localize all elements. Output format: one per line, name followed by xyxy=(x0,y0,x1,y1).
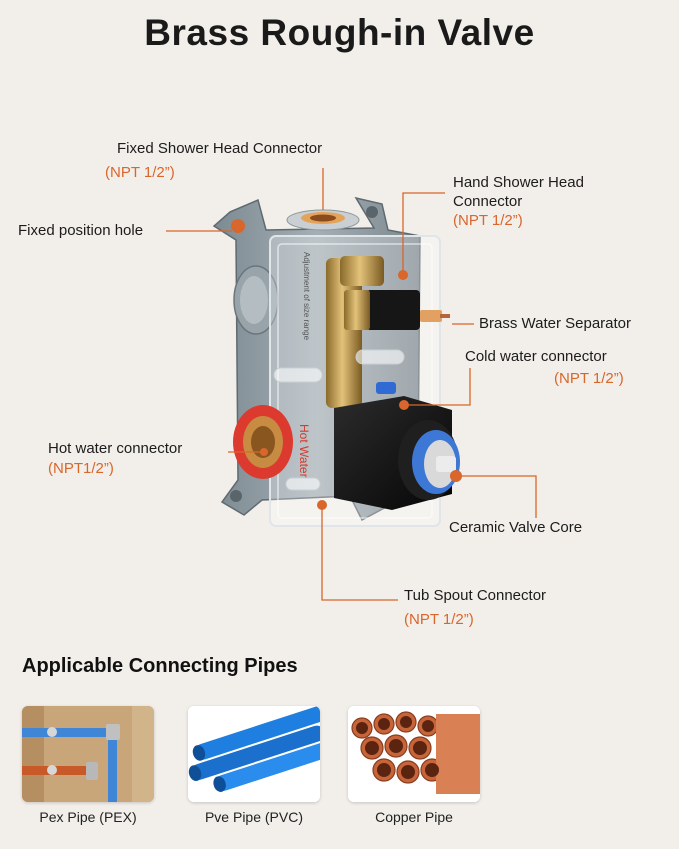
tub-spout-spec: (NPT 1/2”) xyxy=(404,611,474,628)
hot-water-spec: (NPT1/2”) xyxy=(48,460,114,477)
fixed-shower-spec: (NPT 1/2”) xyxy=(105,164,175,181)
hand-shower-label-1: Hand Shower Head xyxy=(453,174,584,191)
fixed-hole-label: Fixed position hole xyxy=(18,222,144,239)
fixed-shower-label: Fixed Shower Head Connector xyxy=(117,140,323,157)
brass-separator-label: Brass Water Separator xyxy=(479,315,631,332)
copper-pipe-label: Copper Pipe xyxy=(375,809,453,825)
pvc-pipe-image xyxy=(188,706,320,802)
pipes-section-title: Applicable Connecting Pipes xyxy=(22,655,298,677)
adjustment-print: Adjustment of size range xyxy=(302,252,311,341)
hand-shower-label-2: Connector xyxy=(453,193,523,210)
tub-spout-label: Tub Spout Connector xyxy=(404,587,547,604)
hot-water-print: Hot Water xyxy=(297,424,311,478)
leader-lines xyxy=(166,168,537,601)
page-title: Brass Rough-in Valve xyxy=(144,12,535,53)
fixed-shower-connector xyxy=(286,209,360,231)
cold-water-spec: (NPT 1/2”) xyxy=(554,370,624,387)
copper-pipe-image xyxy=(348,706,480,802)
cold-water-label: Cold water connector xyxy=(465,348,607,365)
ceramic-core-marker xyxy=(450,470,462,482)
ceramic-core-label: Ceramic Valve Core xyxy=(449,519,583,536)
position-hole-marker xyxy=(231,219,245,233)
pex-pipe-image xyxy=(22,706,154,802)
hand-shower-spec: (NPT 1/2”) xyxy=(453,212,523,229)
hot-water-connector xyxy=(233,405,293,479)
pex-pipe-label: Pex Pipe (PEX) xyxy=(39,809,137,825)
valve-cartridge-box xyxy=(334,396,462,510)
hot-water-label: Hot water connector xyxy=(48,440,183,457)
pvc-pipe-label: Pve Pipe (PVC) xyxy=(204,809,304,825)
brass-body xyxy=(326,256,450,408)
